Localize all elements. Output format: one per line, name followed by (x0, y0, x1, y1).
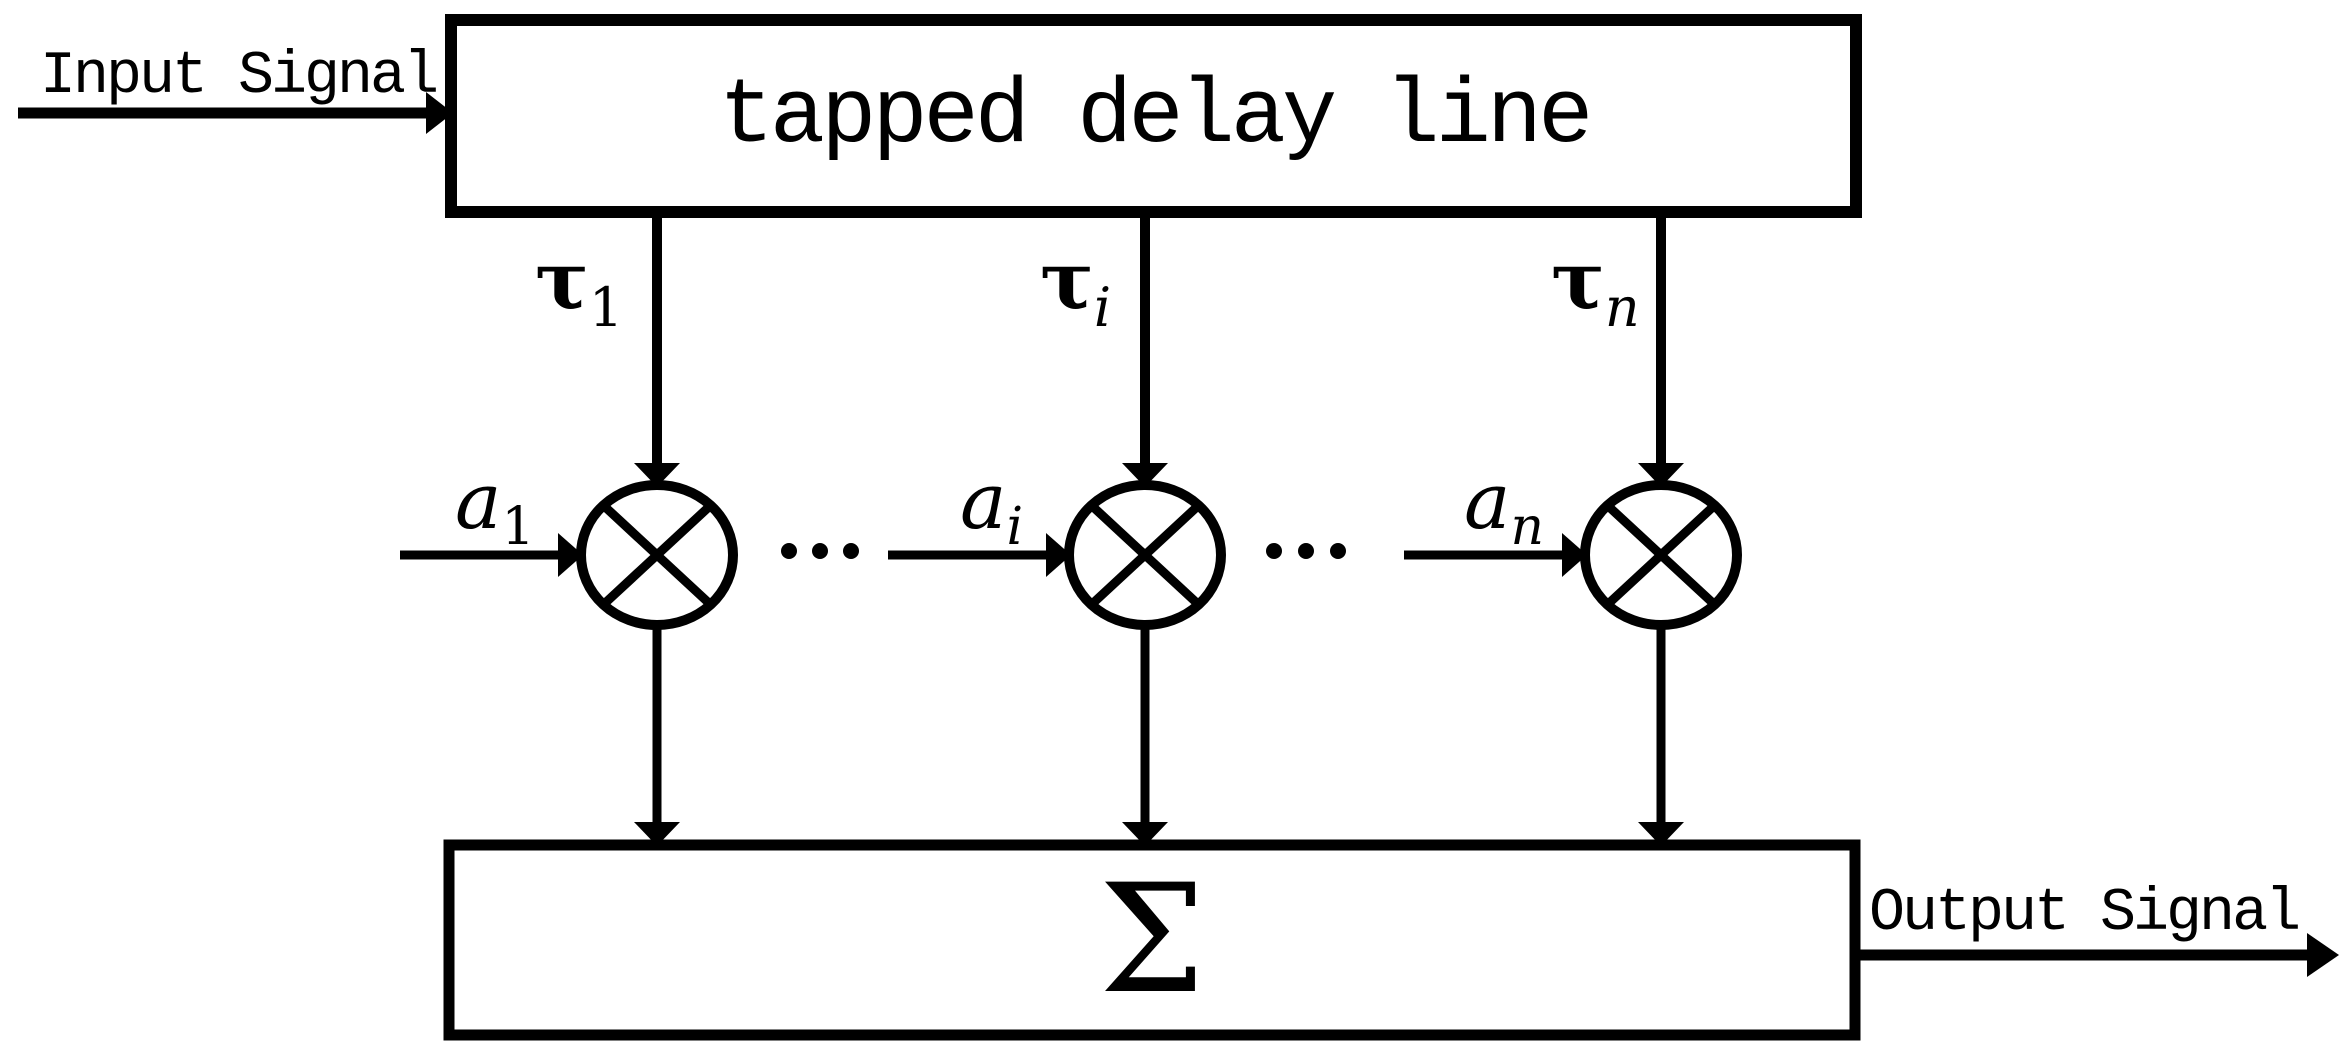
multiplier-cross-2b (1087, 501, 1203, 609)
tapped-delay-line-box (445, 14, 1862, 218)
gain-arrowhead-1 (558, 533, 583, 577)
input-arrow (18, 92, 453, 134)
input-arrowhead (426, 92, 453, 134)
gain-arrowhead-2 (1046, 533, 1071, 577)
tap-branch-2 (888, 213, 1226, 846)
sum-arrowhead-1 (634, 822, 680, 846)
input-signal-label: Input Signal (40, 43, 439, 111)
sum-arrowhead-3 (1638, 822, 1684, 846)
tap-branch-1 (400, 213, 738, 846)
tap-arrowhead-3 (1638, 463, 1684, 487)
ellipsis-dot (1330, 543, 1346, 559)
tap-gain-label-3: an (1464, 463, 1544, 553)
tap-delay-label-3: τn (1551, 240, 1640, 335)
tap-gain-label-1: a1 (455, 463, 535, 553)
tap-gain-label-2: ai (960, 463, 1023, 553)
multiplier-cross-1b (599, 501, 715, 609)
ellipsis-dot (843, 543, 859, 559)
ellipsis-dots-1 (781, 543, 859, 559)
tau-symbol: τ (1551, 233, 1605, 327)
tau-subscript: n (1604, 276, 1640, 339)
sum-arrowhead-2 (1122, 822, 1168, 846)
gain-subscript: i (1006, 497, 1024, 557)
tap-arrowhead-1 (634, 463, 680, 487)
tapped-delay-line-label: tapped delay line (718, 63, 1594, 169)
tap-arrowhead-2 (1122, 463, 1168, 487)
output-arrowhead (2307, 933, 2339, 977)
summation-box (443, 839, 1861, 1041)
tau-symbol: τ (1040, 233, 1094, 327)
gain-symbol: a (1464, 457, 1511, 547)
gain-arrowhead-3 (1562, 533, 1587, 577)
output-signal-label: Output Signal (1869, 880, 2301, 948)
ellipsis-dot (781, 543, 797, 559)
tap-branch-3 (1404, 213, 1742, 846)
ellipsis-dot (812, 543, 828, 559)
summation-symbol: Σ (1098, 853, 1206, 1027)
ellipsis-dots-2 (1266, 543, 1346, 559)
gain-symbol: a (455, 457, 502, 547)
tau-subscript: 1 (588, 276, 624, 339)
ellipsis-dot (1298, 543, 1314, 559)
tau-symbol: τ (535, 233, 589, 327)
multiplier-cross-3b (1603, 501, 1719, 609)
gain-subscript: n (1510, 497, 1545, 557)
tap-delay-label-2: τi (1040, 240, 1111, 335)
tap-delay-label-1: τ1 (535, 240, 623, 335)
tau-subscript: i (1093, 276, 1112, 339)
gain-subscript: 1 (501, 497, 535, 557)
output-arrow (1856, 933, 2339, 977)
ellipsis-dot (1266, 543, 1282, 559)
gain-symbol: a (960, 457, 1007, 547)
